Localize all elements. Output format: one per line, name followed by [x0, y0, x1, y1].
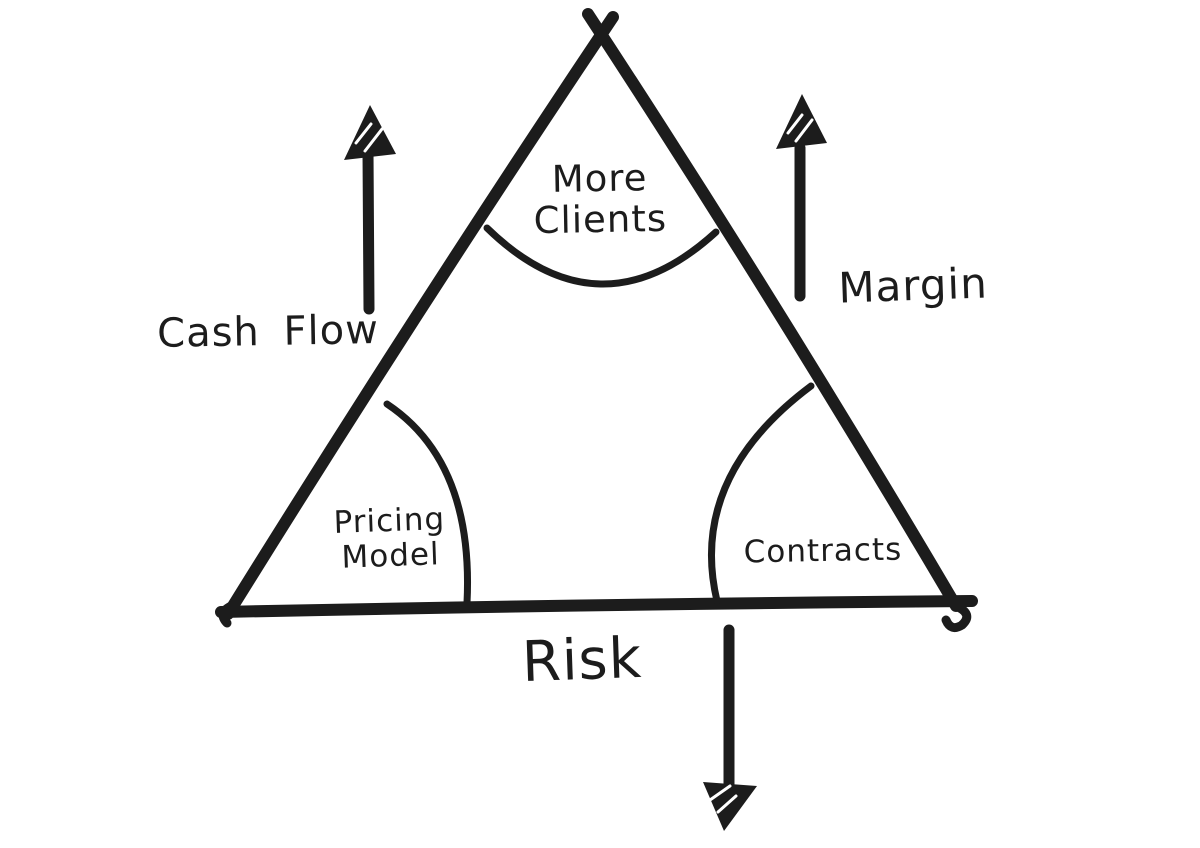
top-section-arc: [483, 224, 720, 288]
triangle-left-corner-curl: [218, 599, 241, 628]
triangle-base: [215, 595, 978, 618]
axis-label-cash-flow: Cash Flow: [156, 307, 380, 357]
section-label-pricing-model-line2: Model: [340, 536, 441, 576]
cash-flow-up-arrow-icon: [344, 105, 396, 315]
section-label-contracts: Contracts: [743, 531, 903, 571]
axis-label-risk: Risk: [520, 625, 644, 696]
margin-up-arrow-icon: [776, 94, 827, 302]
section-label-more-clients-line2: Clients: [533, 197, 668, 243]
axis-label-margin: Margin: [837, 258, 989, 313]
risk-down-arrow-icon: [703, 624, 757, 831]
triangle-right-side: [582, 8, 962, 612]
bottom-left-section-arc: [383, 400, 472, 607]
section-label-more-clients-line1: More: [551, 156, 648, 201]
bottom-right-section-arc: [707, 382, 815, 605]
triangle-right-corner-curl: [941, 601, 972, 633]
section-label-more-clients: More Clients: [439, 155, 760, 243]
triangle-left-side: [222, 11, 619, 620]
section-label-pricing-model: Pricing Model: [299, 501, 481, 577]
